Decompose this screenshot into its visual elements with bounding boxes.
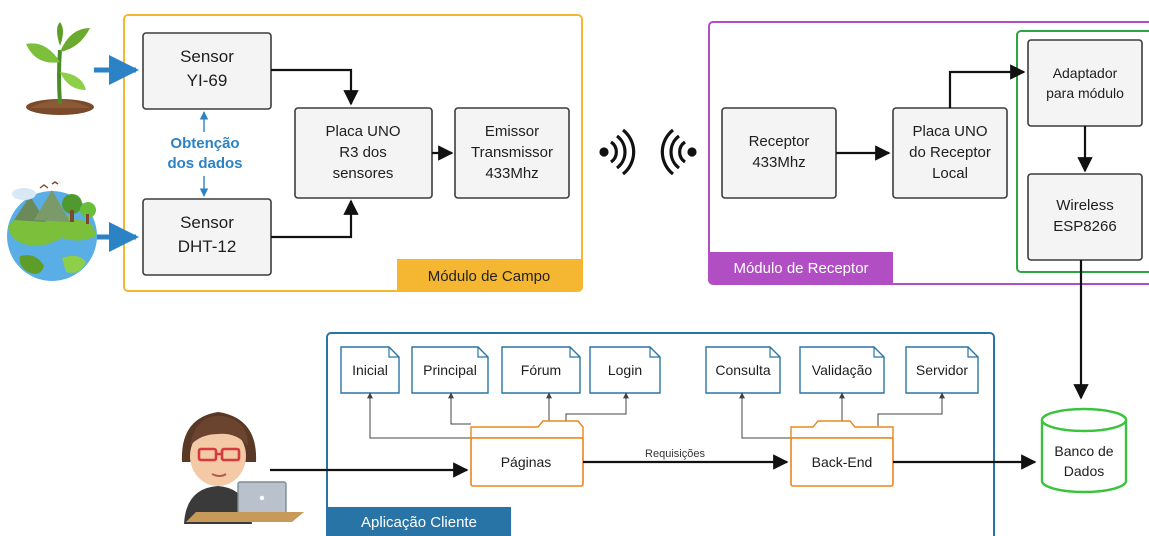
modulo-campo-tag-label: Módulo de Campo bbox=[428, 268, 551, 285]
obtencao-line2: dos dados bbox=[167, 155, 242, 172]
document-item: Fórum bbox=[501, 346, 581, 394]
document-label: Validação bbox=[812, 362, 873, 378]
adaptador-line1: Adaptador bbox=[1053, 65, 1118, 81]
modulo-receptor-tag-label: Módulo de Receptor bbox=[733, 260, 868, 277]
banco-line1: Banco de bbox=[1054, 443, 1113, 459]
document-item: Login bbox=[589, 346, 661, 394]
document-icon bbox=[589, 346, 661, 394]
document-icon bbox=[705, 346, 781, 394]
wireless-receive-icon bbox=[660, 128, 697, 176]
sensor-dht12-line2: DHT-12 bbox=[178, 237, 237, 256]
sensor-dht12-line1: Sensor bbox=[180, 213, 234, 232]
document-icon bbox=[501, 346, 581, 394]
document-label: Servidor bbox=[916, 362, 968, 378]
obtencao-line1: Obtenção bbox=[170, 135, 239, 152]
back-end-folder: Back-End bbox=[790, 420, 894, 487]
adaptador-line2: para módulo bbox=[1046, 85, 1124, 101]
document-icon bbox=[799, 346, 885, 394]
back-end-label: Back-End bbox=[812, 454, 873, 470]
placa-uno-receptor-line3: Local bbox=[932, 165, 968, 182]
document-item: Principal bbox=[411, 346, 489, 394]
modulo-receptor-tag bbox=[709, 252, 893, 284]
requisicoes-label: Requisições bbox=[645, 448, 705, 460]
banco-line2: Dados bbox=[1064, 463, 1104, 479]
wireless-line1: Wireless bbox=[1056, 197, 1114, 214]
receptor-433-block bbox=[721, 107, 837, 199]
document-label: Consulta bbox=[715, 362, 770, 378]
emissor-block bbox=[454, 107, 570, 199]
document-icon bbox=[905, 346, 979, 394]
sensor-yi69-line1: Sensor bbox=[180, 47, 234, 66]
aplicacao-cliente-tag bbox=[327, 507, 511, 536]
placa-uno-sensores-line2: R3 dos bbox=[339, 144, 387, 161]
paginas-label: Páginas bbox=[501, 454, 552, 470]
adaptador-block bbox=[1027, 39, 1143, 127]
wireless-emit-icon bbox=[599, 128, 636, 176]
document-item: Consulta bbox=[705, 346, 781, 394]
document-item: Validação bbox=[799, 346, 885, 394]
document-item: Inicial bbox=[340, 346, 400, 394]
document-list: Inicial Principal Fórum Login Consulta Valida… bbox=[340, 346, 979, 394]
document-item: Servidor bbox=[905, 346, 979, 394]
plant-icon bbox=[26, 22, 94, 115]
paginas-folder: Páginas bbox=[470, 420, 584, 487]
modulo-campo: Módulo de Campo Sensor YI-69 Sensor DHT-… bbox=[123, 14, 583, 292]
modulo-receptor: Módulo de Receptor Receptor 433Mhz Placa… bbox=[708, 21, 1149, 285]
user-laptop-icon bbox=[181, 412, 304, 524]
receptor-line2: 433Mhz bbox=[752, 154, 805, 171]
placa-uno-receptor-line2: do Receptor bbox=[909, 144, 991, 161]
placa-uno-sensores-line3: sensores bbox=[333, 165, 394, 182]
aplicacao-cliente: Aplicação Cliente Inicial Principal Fórum L… bbox=[270, 332, 1037, 536]
document-label: Fórum bbox=[521, 362, 561, 378]
modulo-campo-tag bbox=[397, 259, 582, 291]
aplicacao-cliente-tag-label: Aplicação Cliente bbox=[361, 514, 477, 531]
sensor-yi69-line2: YI-69 bbox=[187, 71, 228, 90]
placa-uno-sensores-line1: Placa UNO bbox=[325, 123, 400, 140]
database-icon: Banco de Dados bbox=[1040, 407, 1128, 494]
receptor-line1: Receptor bbox=[749, 133, 810, 150]
emissor-line3: 433Mhz bbox=[485, 165, 538, 182]
document-label: Inicial bbox=[352, 362, 388, 378]
wireless-line2: ESP8266 bbox=[1053, 218, 1116, 235]
wireless-esp8266-block bbox=[1027, 173, 1143, 261]
emissor-line2: Transmissor bbox=[471, 144, 553, 161]
document-icon bbox=[411, 346, 489, 394]
document-label: Login bbox=[608, 362, 642, 378]
earth-icon bbox=[7, 181, 97, 281]
document-label: Principal bbox=[423, 362, 477, 378]
document-icon bbox=[340, 346, 400, 394]
emissor-line1: Emissor bbox=[485, 123, 539, 140]
placa-uno-receptor-line1: Placa UNO bbox=[912, 123, 987, 140]
